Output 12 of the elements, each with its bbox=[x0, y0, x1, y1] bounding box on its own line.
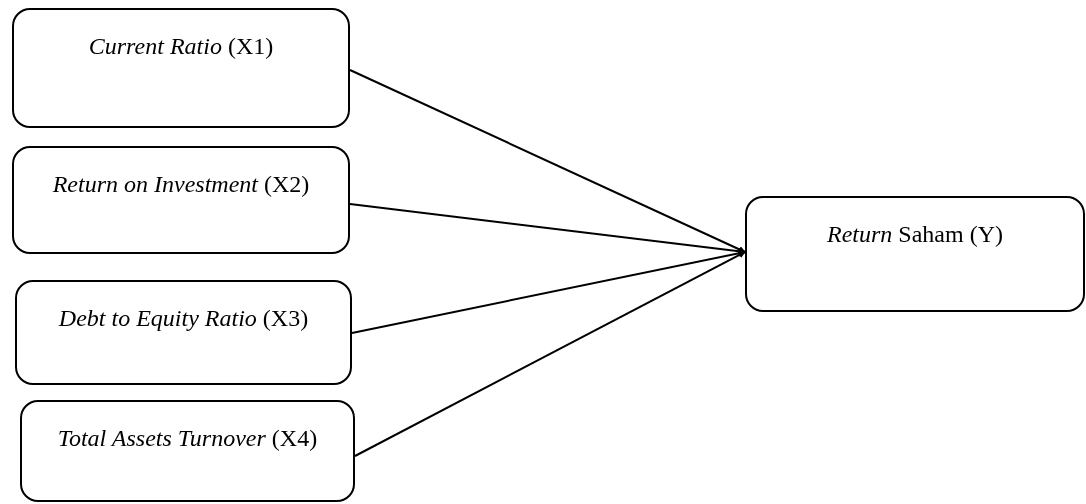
variable-label: Return on Investment (X2) bbox=[52, 170, 310, 199]
variable-box bbox=[20, 400, 355, 502]
variable-label: Current Ratio (X1) bbox=[88, 32, 274, 61]
variable-box bbox=[12, 146, 350, 254]
arrow bbox=[354, 251, 746, 457]
variable-label: Return Saham (Y) bbox=[827, 220, 1003, 249]
variable-label: Debt to Equity Ratio (X3) bbox=[58, 304, 309, 333]
variable-box bbox=[745, 196, 1085, 312]
variable-label: Total Assets Turnover (X4) bbox=[57, 424, 318, 453]
variable-box bbox=[12, 8, 350, 128]
arrow bbox=[349, 69, 746, 253]
variable-box bbox=[15, 280, 352, 385]
